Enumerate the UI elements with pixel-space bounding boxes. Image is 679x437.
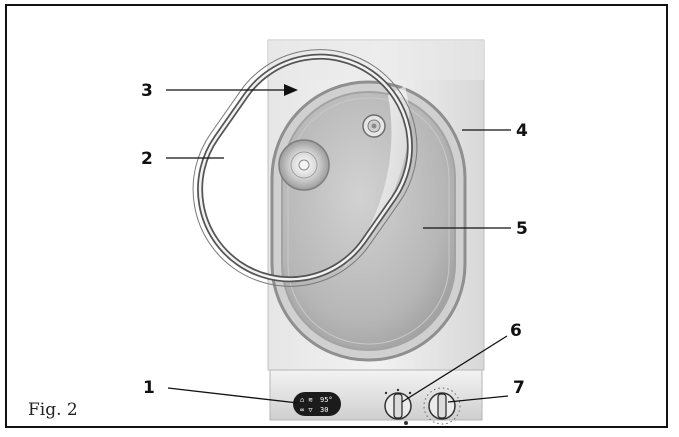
steam-valve xyxy=(362,114,386,138)
timer-knob[interactable] xyxy=(423,387,461,425)
figure-label: Fig. 2 xyxy=(28,400,78,420)
display-line1: 95° xyxy=(320,396,333,404)
display-symbols: ⌂ ≋ xyxy=(300,396,313,404)
display-line2: 30 xyxy=(320,406,328,414)
callout-number-7: 7 xyxy=(513,378,525,398)
callout-number-4: 4 xyxy=(516,121,528,141)
control-display: ⌂ ≋ 95° ∞ ▽ 30 xyxy=(293,392,341,416)
callout-line-1 xyxy=(167,387,299,404)
callout-number-1: 1 xyxy=(143,378,155,398)
lid-reflection-left xyxy=(217,115,268,278)
callout-arrowhead-3 xyxy=(284,84,298,96)
callout-lines xyxy=(166,89,511,404)
callout-number-6: 6 xyxy=(510,321,522,341)
lid-gasket xyxy=(192,49,418,287)
callout-number-3: 3 xyxy=(141,81,153,101)
lid-reflection-right xyxy=(340,86,410,272)
callout-number-5: 5 xyxy=(516,219,528,239)
lid-handle xyxy=(278,139,330,191)
callout-number-2: 2 xyxy=(141,149,153,169)
callout-line-7 xyxy=(447,395,509,403)
callout-line-6 xyxy=(401,335,508,403)
display-symbols-2: ∞ ▽ xyxy=(300,406,313,414)
function-knob[interactable] xyxy=(384,388,412,425)
